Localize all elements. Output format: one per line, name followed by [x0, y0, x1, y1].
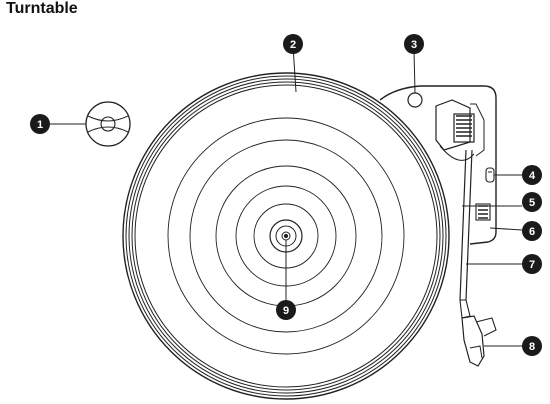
headshell [461, 315, 497, 367]
leader-lines [50, 45, 523, 347]
callout-9: 9 [276, 300, 296, 320]
callout-9-label: 9 [283, 305, 289, 317]
callout-5-label: 5 [529, 197, 535, 209]
callout-6: 6 [522, 221, 542, 241]
callout-4: 4 [522, 165, 542, 185]
callout-1-label: 1 [37, 119, 43, 131]
tonearm-pivot [435, 99, 485, 161]
callout-7: 7 [522, 254, 542, 274]
callout-2-label: 2 [290, 39, 296, 51]
cue-lever [485, 167, 495, 183]
adapter-45rpm [85, 101, 131, 147]
callout-8: 8 [522, 336, 542, 356]
callout-3-label: 3 [411, 39, 417, 51]
callout-7-label: 7 [529, 259, 535, 271]
callout-8-label: 8 [529, 341, 535, 353]
callout-1: 1 [30, 114, 50, 134]
adapter-holder [407, 92, 423, 108]
callout-5: 5 [522, 192, 542, 212]
tonearm [459, 149, 473, 319]
turntable-base [379, 85, 497, 245]
callout-2: 2 [283, 34, 303, 54]
callout-6-label: 6 [529, 226, 535, 238]
callout-3: 3 [404, 34, 424, 54]
callout-4-label: 4 [529, 170, 536, 182]
platter-rim [122, 72, 450, 400]
platter-mat [167, 117, 405, 355]
diagram-title: Turntable [6, 0, 78, 17]
